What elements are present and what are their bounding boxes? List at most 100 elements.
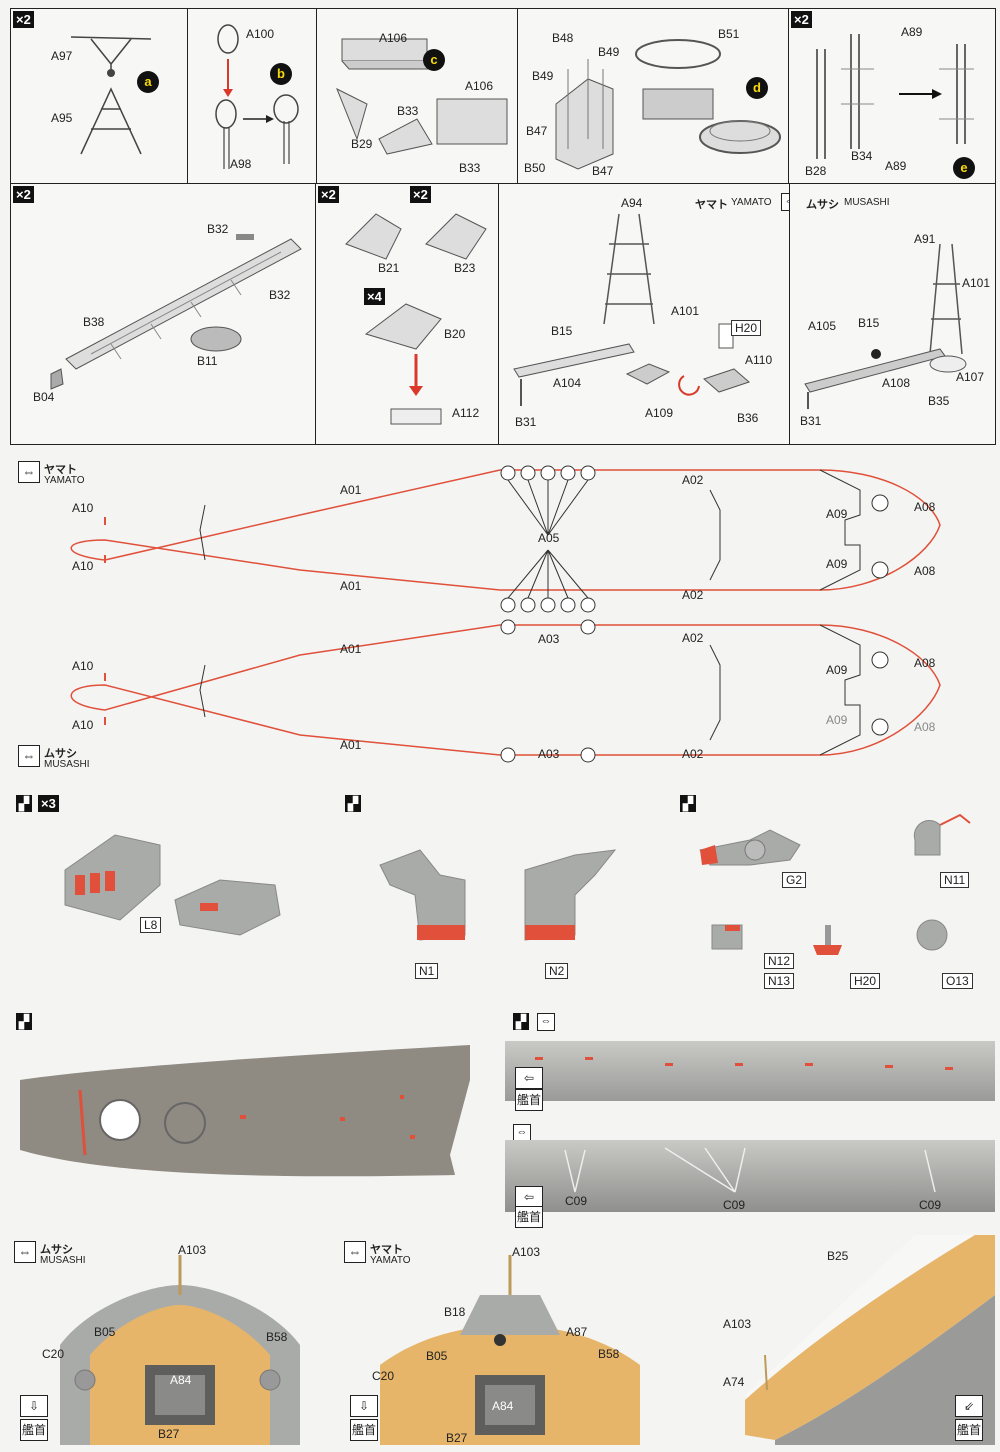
deck-part-label: A01 [340,642,362,656]
part-label: A100 [246,27,275,41]
multiplier-badge: ×3 [38,795,59,812]
part-label: B21 [378,261,400,275]
part-label: B50 [524,161,546,175]
part-label: B18 [444,1305,466,1319]
part-label: B58 [598,1347,620,1361]
part-label: A108 [882,376,911,390]
part-label: L8 [140,917,162,933]
panel-paint-funnels: ▞ N1 N2 [335,785,665,1000]
part-label: B38 [83,315,105,329]
bracket-drawing [70,36,152,155]
part-label: A107 [956,370,985,384]
bow-side-photo [675,1235,995,1445]
bow-label: 艦首 [20,1419,48,1441]
multiplier-badge: ×2 [410,186,431,203]
panel-c-railings: A106 A106 B33 B29 B33 c [316,8,518,184]
yamato-label-en: YAMATO [44,475,85,486]
deck-part-label: A02 [682,473,704,487]
bow-label: 艦首 [955,1419,983,1441]
panel-crane-tower: ヤマト YAMATO ⇔ A94 A101 B15 H20 A104 A110 … [498,183,790,445]
panel-musashi-bow: ⇔ ムサシ MUSASHI A103 B05 B58 C20 A84 B27 ⇩… [10,1235,335,1445]
bow-label: 艦首 [515,1206,543,1228]
part-label: B05 [94,1325,116,1339]
deck-photo [20,1045,470,1177]
bow-label: 艦首 [350,1419,378,1441]
deck-part-label: A01 [340,483,362,497]
part-label: B47 [526,124,548,138]
part-label: A109 [645,406,674,420]
part-label: A89 [885,159,907,173]
step-marker: c [423,49,445,71]
part-label: A91 [914,232,936,246]
hull-side-photo [505,1041,995,1101]
musashi-label-jp: ムサシ [806,199,839,211]
deck-part-label: A02 [682,747,704,761]
part-label: B33 [397,104,419,118]
deck-part-label: A09 [826,557,848,571]
paint-icon: ▞ [680,795,696,812]
panel-yamato-bow: ⇔ ヤマト YAMATO A103 B18 A87 B05 B58 C20 A8… [340,1235,665,1445]
base-drawing [345,213,487,425]
hull-side-marks [535,1057,953,1070]
part-label: A110 [745,353,773,367]
part-label: A95 [51,111,73,125]
ship-variant-icon: ⇔ [18,745,40,767]
part-label: A101 [962,276,991,290]
ship-variant-icon: ⇔ [344,1241,366,1263]
part-label: N1 [415,963,439,979]
assembled-crane-drawing [804,243,967,409]
part-label: A103 [512,1245,541,1259]
musashi-label-en: MUSASHI [844,197,890,208]
paint-icon: ▞ [345,795,361,812]
panel-crane-assembled: ムサシ MUSASHI A91 A101 A105 B15 A108 A107 … [789,183,996,445]
part-label: C09 [565,1194,588,1208]
multiplier-badge: ×2 [13,11,34,28]
bow-direction-arrow-icon: ⇙ [955,1395,983,1417]
deck-part-label: A09 [826,507,848,521]
deck-part-label: A09 [826,713,848,727]
yamato-label-jp: ヤマト [695,199,728,211]
multiplier-badge: ×4 [364,288,385,305]
paint-icon: ▞ [513,1013,529,1030]
paint-icon: ▞ [16,795,32,812]
part-label: N11 [940,872,970,888]
paint-icon: ▞ [16,1013,32,1030]
part-label: C20 [372,1369,395,1383]
bow-label: 艦首 [515,1089,543,1111]
part-label: A112 [452,406,480,420]
ship-variant-icon: ⇔ [537,1013,555,1031]
part-label: B35 [928,394,950,408]
panel-crane-boom: ×2 B32 B32 B38 B11 B04 [10,183,316,445]
part-label: A84 [492,1399,514,1413]
mast-drawing [816,34,974,159]
part-label: O13 [942,973,973,989]
panel-a-brackets: ×2 A97 A95 a [10,8,188,184]
panel-e-masts: ×2 A89 B28 B34 A89 e [788,8,996,184]
panel-bow-side: B25 A103 A74 ⇙ 艦首 [675,1235,995,1445]
musashi-label-en: MUSASHI [40,1255,86,1266]
deck-part-label: A08 [914,656,936,670]
boom-drawing [50,234,302,390]
deck-part-label: A05 [538,531,560,545]
part-label: A87 [566,1325,588,1339]
part-label: B23 [454,261,476,275]
yamato-label-jp: ヤマト [370,1244,403,1256]
panel-d-platform: B48 B49 B49 B47 B50 B47 B51 d [517,8,789,184]
musashi-label-en: MUSASHI [44,759,90,770]
part-label: G2 [782,872,807,888]
part-label: B48 [552,31,574,45]
panel-hull-side-1: ▞ ⇔ ⇦ 艦首 [505,1005,995,1115]
step-marker: e [953,157,975,179]
deck-part-label: A01 [340,579,362,593]
deck-outline-drawing [70,465,941,763]
deck-outline-section: ⇔ ヤマト YAMATO A10 A10 A01 A01 A05 A02 A02 [0,455,1000,785]
musashi-label-jp: ムサシ [44,748,77,760]
multiplier-badge: ×2 [318,186,339,203]
bow-photo [60,1255,300,1445]
bow-photo [380,1255,640,1445]
part-label: B51 [718,27,740,41]
deck-part-label: A10 [72,559,94,573]
panel-crane-bases: ×2 ×2 ×4 B21 B23 B20 A112 [315,183,499,445]
deck-part-label: A08 [914,720,936,734]
step-marker: b [270,63,292,85]
